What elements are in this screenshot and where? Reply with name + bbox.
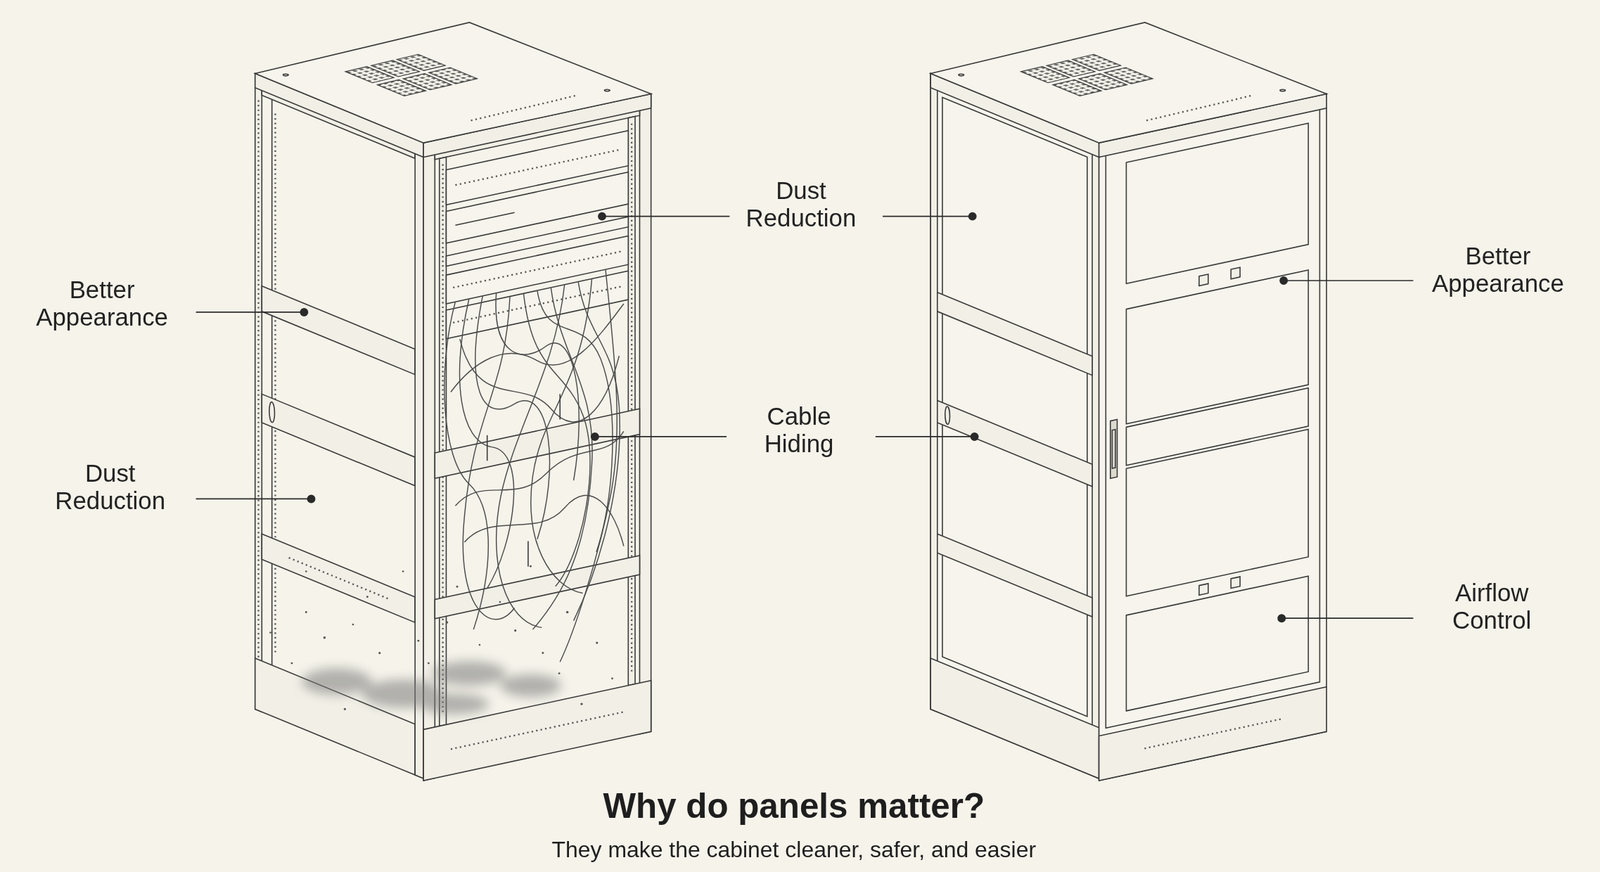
cabinet-top [930, 22, 1327, 158]
callout-label: Better Appearance [1426, 242, 1570, 298]
front-door-panel [1099, 93, 1328, 780]
callout-label: Better Appearance [30, 276, 174, 332]
callout-label: Airflow Control [1430, 579, 1553, 635]
side-panel [930, 73, 1099, 779]
callout-label: Cable Hiding [742, 402, 856, 458]
diagram-caption: They make the cabinet cleaner, safer, an… [552, 836, 1036, 864]
dust-pile [269, 565, 614, 715]
cabinet-top [255, 22, 652, 158]
cabinet-side-frame [255, 73, 424, 779]
paneled-cabinet [930, 22, 1327, 781]
callout-label: Dust Reduction [734, 177, 868, 233]
callout-label: Dust Reduction [43, 460, 177, 516]
diagram-title: Why do panels matter? [602, 786, 985, 827]
leader-lines [196, 213, 1414, 623]
open-cabinet [255, 22, 652, 781]
